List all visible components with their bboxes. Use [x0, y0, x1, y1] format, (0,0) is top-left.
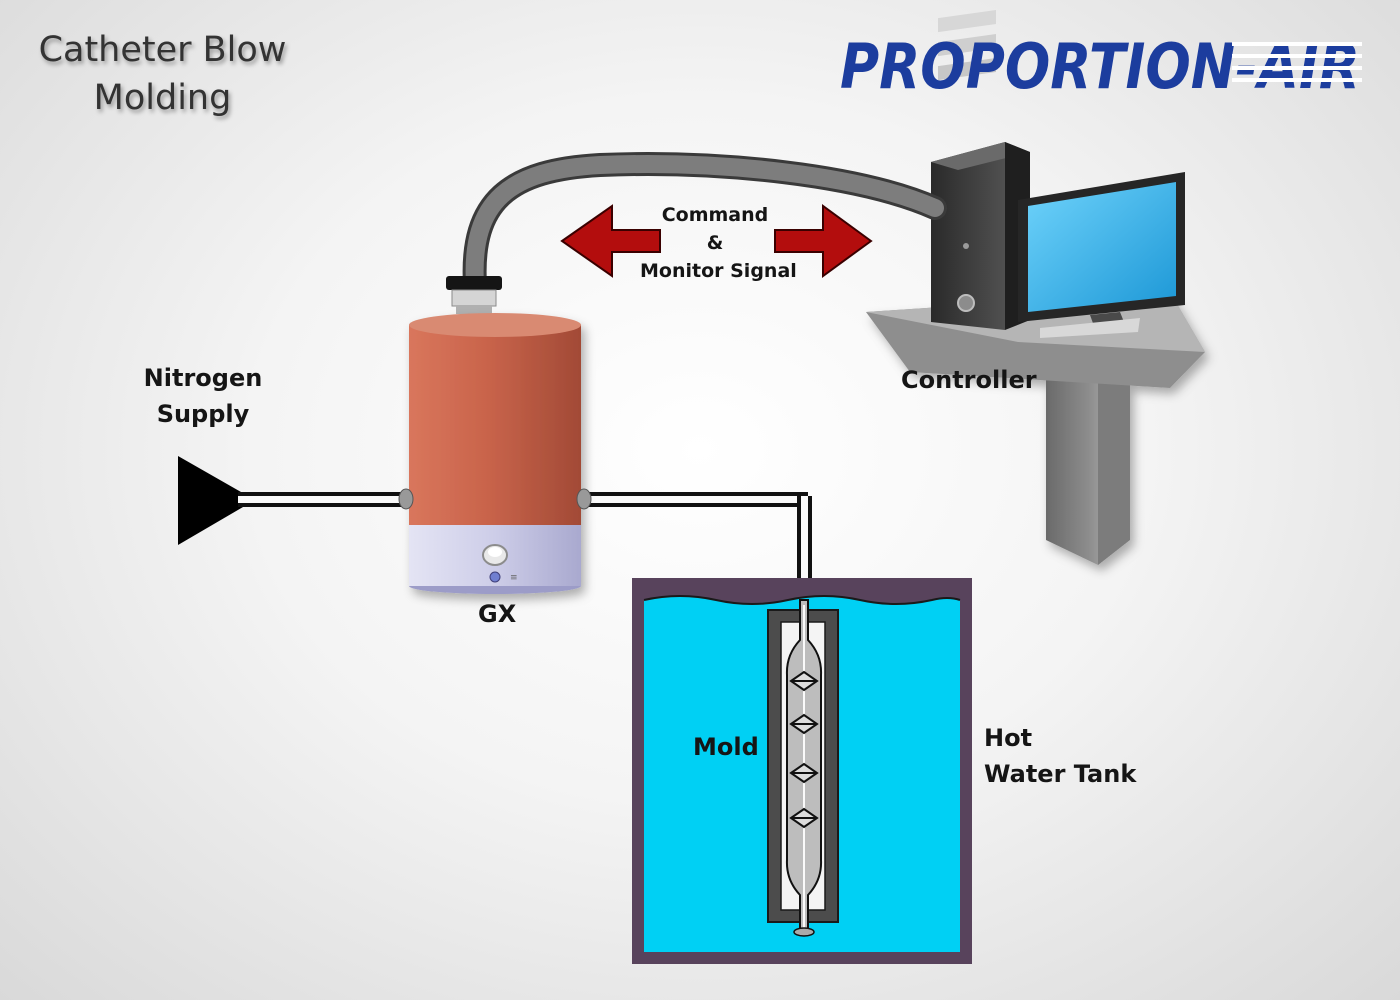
title-line: Catheter Blow [38, 30, 287, 70]
drive-bay [938, 10, 996, 33]
svg-text:≡: ≡ [510, 573, 518, 583]
drive-bay [938, 58, 996, 81]
controller-label: Controller [901, 366, 1037, 394]
mold-marker-icon [789, 670, 819, 692]
gx-regulator: ≡ [409, 313, 581, 594]
mold-marker-icon [789, 713, 819, 735]
label-line: Hot [984, 724, 1033, 752]
led-icon [963, 243, 969, 249]
drive-bay [938, 34, 996, 57]
inlet-tube [238, 492, 410, 507]
mold [767, 599, 839, 937]
label-line: Nitrogen [143, 364, 263, 392]
inlet-fitting [398, 488, 414, 510]
cable-connector [446, 276, 502, 314]
nitrogen-supply-label: Nitrogen Supply [128, 360, 278, 432]
page-title: Catheter Blow Molding [20, 26, 305, 122]
label-line: Monitor Signal [640, 260, 797, 282]
power-button-icon [957, 294, 975, 312]
mold-marker-icon [789, 807, 819, 829]
title-line: Molding [93, 78, 232, 118]
hot-water-tank-label: Hot Water Tank [984, 720, 1136, 792]
signal-arrow-left [560, 204, 661, 278]
label-line: Command [661, 204, 769, 226]
outlet-fitting [576, 488, 592, 510]
gx-label: GX [478, 600, 517, 628]
monitor [1018, 172, 1185, 338]
label-line: Supply [156, 400, 250, 428]
signal-label: Command & Monitor Signal [640, 201, 797, 285]
label-line: Water Tank [984, 760, 1137, 788]
mold-marker-icon [789, 762, 819, 784]
label-line: & [706, 232, 724, 254]
nitrogen-supply-icon [178, 456, 255, 545]
gx-led-icon [489, 571, 501, 583]
controller-stand [866, 292, 1205, 565]
computer-tower [931, 10, 1030, 330]
signal-arrow-right [774, 204, 873, 278]
proportion-air-logo: PROPORTION-AIR [840, 30, 1362, 103]
monitor-screen [1028, 182, 1176, 312]
mold-label: Mold [693, 733, 759, 761]
keyboard-icon [1040, 318, 1140, 338]
